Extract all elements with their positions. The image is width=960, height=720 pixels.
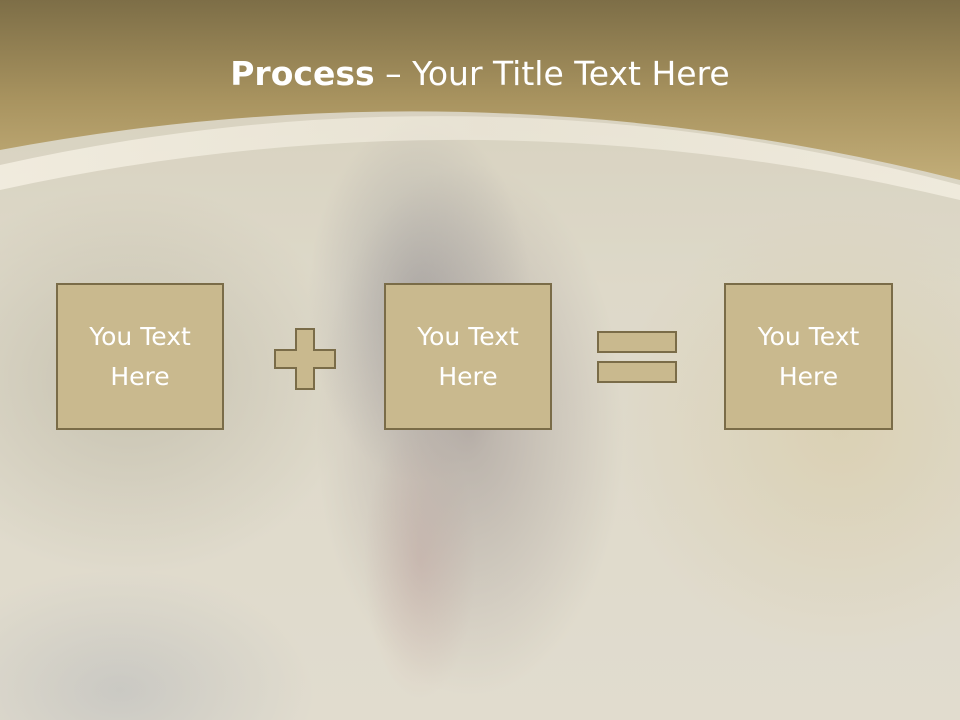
header-band bbox=[0, 0, 960, 200]
title-rest: – Your Title Text Here bbox=[374, 54, 730, 93]
process-box-1[interactable]: You Text Here bbox=[56, 283, 224, 430]
equals-icon bbox=[597, 331, 677, 383]
title-bold: Process bbox=[230, 54, 375, 93]
process-box-3[interactable]: You Text Here bbox=[724, 283, 893, 430]
header-fill bbox=[0, 0, 960, 180]
plus-icon bbox=[274, 328, 336, 390]
process-box-2[interactable]: You Text Here bbox=[384, 283, 552, 430]
slide-title: Process – Your Title Text Here bbox=[0, 52, 960, 96]
header-arc-highlight bbox=[0, 116, 960, 200]
